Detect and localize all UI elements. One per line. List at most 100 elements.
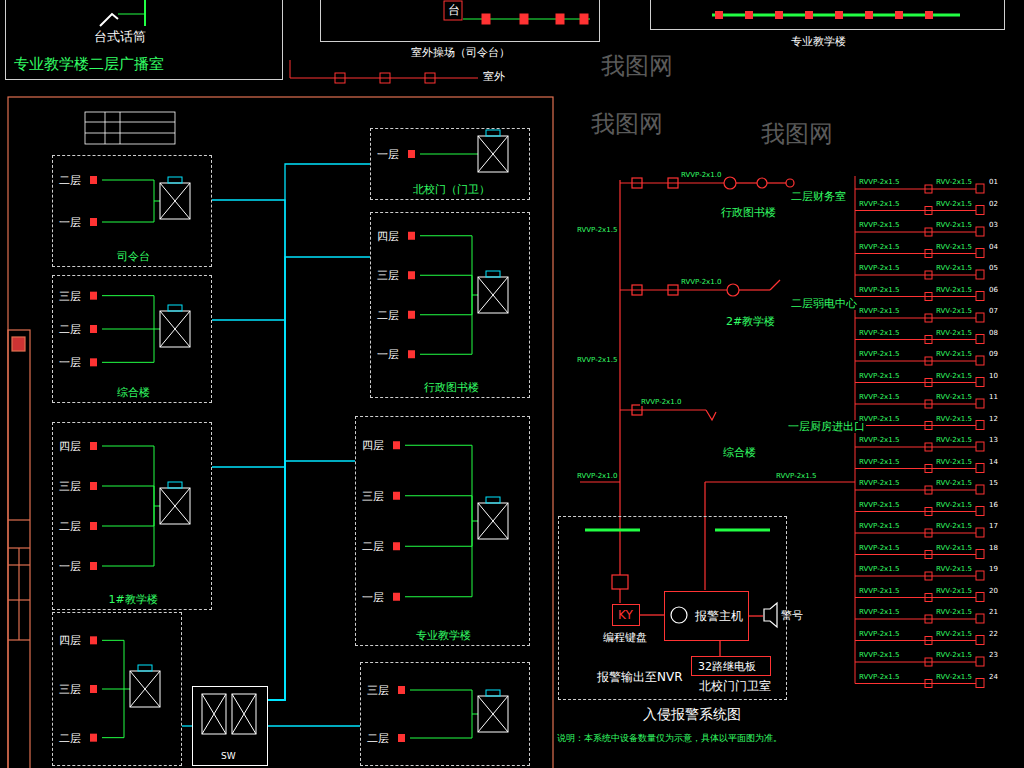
drawing-line <box>855 404 976 405</box>
cable-connector <box>640 614 664 615</box>
annotation-label: RVVP-2x1.0 <box>640 398 682 406</box>
drawing-line <box>420 154 472 155</box>
annotation-label: RVVP-2x1.5 <box>858 372 900 380</box>
cable-connector <box>212 467 285 700</box>
drawing-line <box>632 178 642 188</box>
node-label: 一层 <box>59 216 81 229</box>
annotation-label: RVVP-2x1.5 <box>858 651 900 659</box>
annotation-label: RVV-2x1.5 <box>935 264 973 272</box>
equipment-box: 警号 <box>763 601 807 631</box>
annotation-label: RVV-2x1.5 <box>935 544 973 552</box>
drawing-line <box>478 277 508 313</box>
drawing-line <box>90 734 97 742</box>
drawing-line <box>472 236 473 295</box>
drawing-line <box>154 180 155 201</box>
drawing-line <box>855 640 976 641</box>
watermark: 我图网 <box>760 120 834 149</box>
annotation-label: RVV-2x1.5 <box>935 458 973 466</box>
building-box: 四层三层二层一层1#教学楼 <box>52 422 212 610</box>
watermark: 我图网 <box>590 110 664 139</box>
node-label: 二层 <box>362 540 384 553</box>
alarm-wiring <box>580 177 855 627</box>
building-box: 四层三层二层一层专业教学楼 <box>355 416 530 646</box>
node-label: 北校门门卫室 <box>699 679 771 693</box>
node-label: 二层 <box>59 520 81 533</box>
drawing-line <box>925 314 932 322</box>
drawing-line <box>855 511 976 512</box>
drawing-line <box>168 482 182 488</box>
annotation-label: 03 <box>988 221 999 229</box>
building-equipment <box>90 130 508 742</box>
annotation-label: RVVP-2x1.5 <box>858 479 900 487</box>
annotation-label: 行政图书楼 <box>720 206 777 219</box>
annotation-label: RVVP-2x1.5 <box>858 522 900 530</box>
drawing-line <box>855 382 976 383</box>
drawing-line <box>154 506 155 566</box>
drawing-line <box>160 488 190 524</box>
annotation-label: RVV-2x1.5 <box>935 307 973 315</box>
annotation-label: RVVP-2x1.5 <box>858 608 900 616</box>
node-label: 综合楼 <box>117 386 150 399</box>
drawing-line <box>925 379 932 387</box>
cable-connector <box>719 641 720 656</box>
drawing-line <box>855 253 976 254</box>
node-label: 二层 <box>59 323 81 336</box>
watermark: 我图网 <box>600 52 674 81</box>
drawing-line <box>976 335 984 344</box>
drawing-line <box>393 542 400 550</box>
drawing-line <box>405 445 472 446</box>
drawing-line <box>444 1 462 20</box>
annotation-label: 2#教学楼 <box>725 315 776 328</box>
drawing-line <box>976 614 984 623</box>
annotation-label: 06 <box>988 286 999 294</box>
drawing-line <box>408 150 415 158</box>
drawing-line <box>976 356 984 365</box>
drawing-line <box>472 714 478 715</box>
drawing-line <box>855 490 976 491</box>
drawing-line <box>102 689 124 690</box>
node-label: 台 <box>448 3 460 17</box>
drawing-line <box>405 495 472 496</box>
drawing-line <box>925 508 932 516</box>
drawing-line <box>90 442 97 450</box>
drawing-line <box>408 311 415 319</box>
drawing-line <box>102 446 154 447</box>
annotation-label: RVVP-2x1.5 <box>858 458 900 466</box>
drawing-line <box>393 593 400 601</box>
annotation-label: RVV-2x1.5 <box>935 522 973 530</box>
drawing-line <box>160 183 190 219</box>
annotation-label: RVVP-2x1.5 <box>858 415 900 423</box>
node-label: 四层 <box>59 440 81 453</box>
drawing-line <box>520 14 528 24</box>
annotation-label: 18 <box>988 544 999 552</box>
drawing-line <box>925 422 932 430</box>
annotation-label: RVVP-2x1.5 <box>858 393 900 401</box>
drawing-line <box>976 184 984 193</box>
building-box: 三层二层 <box>360 662 530 766</box>
node-label: 1#教学楼 <box>108 593 157 606</box>
node-label: 专业教学楼二层广播室 <box>14 55 164 73</box>
drawing-line <box>925 250 932 258</box>
drawing-line <box>620 182 724 183</box>
node-label: 一层 <box>59 356 81 369</box>
annotation-label: 07 <box>988 307 999 315</box>
drawing-line <box>745 11 753 19</box>
drawing-line <box>855 210 976 211</box>
drawing-line <box>976 507 984 516</box>
drawing-line <box>90 522 97 530</box>
annotation-label: 20 <box>988 587 999 595</box>
node-label: 二层 <box>377 309 399 322</box>
drawing-line <box>398 686 405 694</box>
drawing-line <box>486 130 500 136</box>
drawing-line <box>855 425 976 426</box>
drawing-line <box>472 496 473 521</box>
drawing-line <box>620 289 727 290</box>
drawing-line <box>486 497 500 503</box>
annotation-label: RVVP-2x1.5 <box>858 565 900 573</box>
node-label: 四层 <box>362 439 384 452</box>
drawing-line <box>976 485 984 494</box>
drawing-line <box>420 275 472 276</box>
drawing-line <box>715 11 723 19</box>
drawing-line <box>168 177 182 183</box>
